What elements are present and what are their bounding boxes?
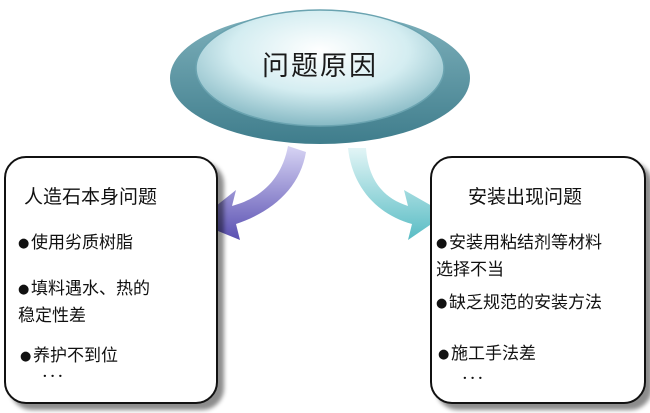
ellipsis: ··· (42, 366, 66, 387)
bullet-icon: ● (20, 349, 32, 364)
bullet-icon: ● (436, 236, 448, 251)
bullet-icon: ● (438, 347, 450, 362)
ellipse-top (195, 9, 445, 127)
ellipsis: ··· (462, 368, 486, 389)
bullet-icon: ● (436, 296, 448, 311)
right-box: 安装出现问题 ●安装用粘结剂等材料 选择不当 ●缺乏规范的安装方法 ●施工手法差… (430, 156, 646, 404)
list-item: ●施工手法差 (438, 341, 536, 368)
arrow-left (196, 146, 306, 240)
list-item: ●缺乏规范的安装方法 (436, 290, 602, 317)
left-box-title: 人造石本身问题 (24, 186, 158, 208)
bullet-icon: ● (18, 236, 30, 251)
left-box: 人造石本身问题 ●使用劣质树脂 ●填料遇水、热的 稳定性差 ●养护不到位 ··· (4, 156, 218, 404)
list-item: ●填料遇水、热的 稳定性差 (18, 276, 150, 330)
bullet-icon: ● (18, 282, 30, 297)
list-item: ●养护不到位 (20, 343, 118, 370)
center-title: 问题原因 (262, 51, 378, 82)
right-box-title: 安装出现问题 (468, 186, 583, 208)
arrow-right (348, 148, 446, 240)
list-item: ●使用劣质树脂 (18, 230, 133, 257)
list-item: ●安装用粘结剂等材料 选择不当 (436, 230, 602, 284)
